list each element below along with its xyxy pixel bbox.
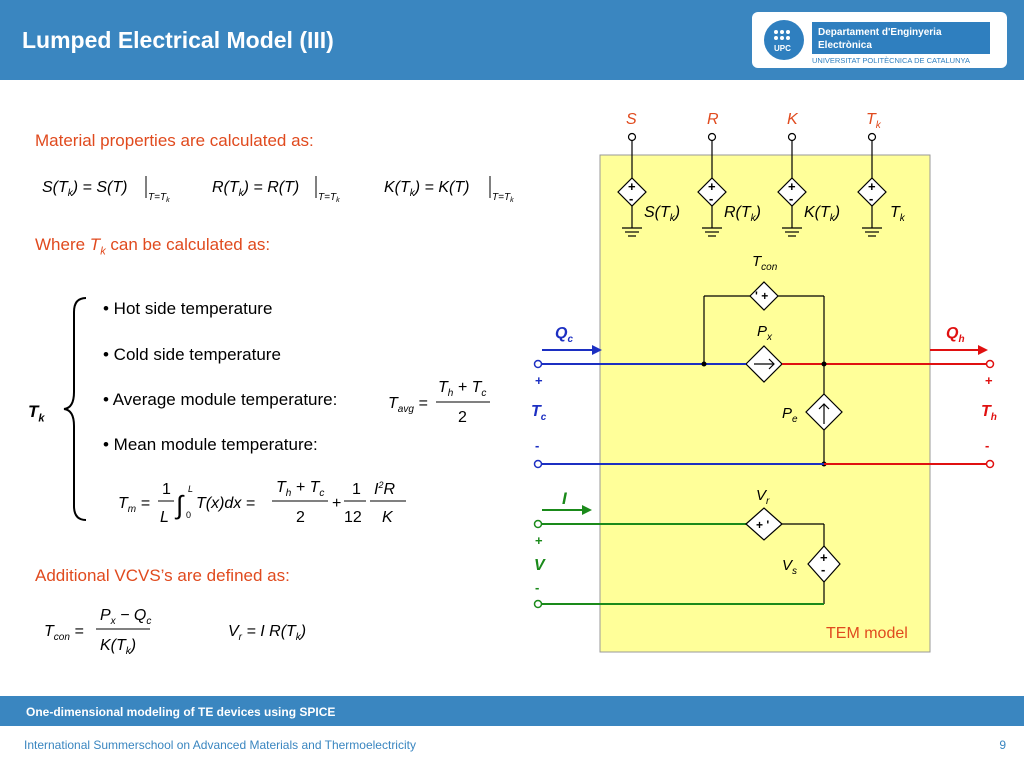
svg-text:T(x)dx =: T(x)dx = [196,495,255,512]
svg-text:+ ': + ' [756,518,769,532]
vcvs-equations: Tcon = Px − Qc K(Tk) Vr = I R(Tk) [44,607,306,657]
svg-text:T=Tk: T=Tk [492,192,514,204]
bullet-mean-temp: • Mean module temperature: [103,435,318,454]
svg-text:K(Tk): K(Tk) [100,637,136,657]
bullet-hot-side: • Hot side temperature [103,299,273,318]
material-heading: Material properties are calculated as: [35,131,314,150]
svg-text:1: 1 [162,481,171,498]
svg-text:-: - [629,191,633,206]
svg-text:+: + [820,550,828,565]
material-equations: S(Tk) = S(T) T=Tk R(Tk) = R(T) T=Tk K(Tk… [42,176,514,204]
svg-text:-: - [789,191,793,206]
where-sub: k [100,245,106,258]
tem-model-label: TEM model [826,625,908,642]
svg-text:' +: ' + [755,289,768,303]
label-v: V [534,557,546,574]
svg-text:-: - [869,191,873,206]
label-r: R [707,111,719,128]
svg-text:0: 0 [186,510,191,520]
logo-line2: Electrònica [818,40,872,51]
course-title: One-dimensional modeling of TE devices u… [26,705,336,719]
label-i: I [562,489,568,508]
svg-text:R(Tk) = R(T): R(Tk) = R(T) [212,179,299,199]
svg-text:I2R: I2R [374,480,395,498]
th-minus: - [985,438,989,453]
svg-text:-: - [709,191,713,206]
svg-text:L: L [188,484,193,494]
svg-text:+: + [868,179,876,194]
tk-label: Tk [28,402,45,424]
tavg-formula: Tavg = Th + Tc 2 [388,379,490,426]
svg-text:Tavg =: Tavg = [388,395,428,415]
where-var: T [89,235,101,254]
logo-graphic: UPC Departament d'Enginyeria Electrònica… [764,20,990,65]
upc-logo: UPC Departament d'Enginyeria Electrònica… [752,12,1007,68]
svg-text:T=Tk: T=Tk [318,192,340,204]
svg-text:L: L [160,509,169,526]
where-prefix: Where [35,235,90,254]
logo-line1: Departament d'Enginyeria [818,27,942,38]
tk-label-var: T [28,402,39,421]
tm-formula: Tm = 1 L ∫ L 0 T(x)dx = Th + Tc 2 + 1 12… [118,479,406,526]
label-qh: Qh [946,325,965,345]
tem-circuit-diagram: S R K Tk +- +- +- +- S(Tk) [531,111,997,653]
svg-text:T=Tk: T=Tk [148,192,170,204]
v-minus: - [535,580,539,595]
logo-line3: UNIVERSITAT POLITÈCNICA DE CATALUNYA [812,56,970,65]
svg-text:Th + Tc: Th + Tc [276,479,324,499]
svg-text:+: + [788,179,796,194]
tk-label-sub: k [38,412,45,425]
svg-text:+: + [628,179,636,194]
slide-title: Lumped Electrical Model (III) [22,27,334,53]
bullet-average-temp: • Average module temperature: [103,390,338,409]
svg-text:2: 2 [458,409,467,426]
svg-text:2: 2 [296,509,305,526]
label-tk: Tk [866,111,882,131]
page-number: 9 [999,738,1006,752]
svg-text:-: - [821,562,825,577]
svg-text:12: 12 [344,509,362,526]
svg-text:Px − Qc: Px − Qc [100,607,151,627]
label-qc: Qc [555,325,573,345]
svg-text:K(Tk) = K(T): K(Tk) = K(T) [384,179,469,199]
svg-text:+: + [332,495,341,512]
label-k: K [787,111,799,128]
svg-text:Tcon =: Tcon = [44,623,84,643]
th-plus: + [985,373,993,388]
svg-text:Th + Tc: Th + Tc [438,379,486,399]
logo-upc-text: UPC [774,44,791,53]
label-s: S [626,111,637,128]
where-heading: Where Tk can be calculated as: [35,235,270,257]
svg-text:Tm =: Tm = [118,495,150,515]
event-name: International Summerschool on Advanced M… [24,738,416,752]
svg-text:1: 1 [352,481,361,498]
svg-text:Vr = I R(Tk): Vr = I R(Tk) [228,623,306,643]
tc-minus: - [535,438,539,453]
bullet-cold-side: • Cold side temperature [103,345,281,364]
course-bar: One-dimensional modeling of TE devices u… [0,696,1024,726]
svg-text:+: + [708,179,716,194]
brace-icon [63,297,87,521]
svg-text:K: K [382,509,394,526]
header-bar: Lumped Electrical Model (III) UPC Depart… [0,0,1024,80]
vcvs-heading: Additional VCVS’s are defined as: [35,566,290,585]
tem-model-box [599,154,931,653]
tc-plus: + [535,373,543,388]
where-suffix: can be calculated as: [105,235,271,254]
label-tc: Tc [531,403,547,423]
label-th: Th [981,403,997,423]
footer-bar: International Summerschool on Advanced M… [0,726,1024,768]
svg-text:∫: ∫ [174,490,185,520]
svg-text:S(Tk) = S(T): S(Tk) = S(T) [42,179,127,199]
v-plus: + [535,533,543,548]
